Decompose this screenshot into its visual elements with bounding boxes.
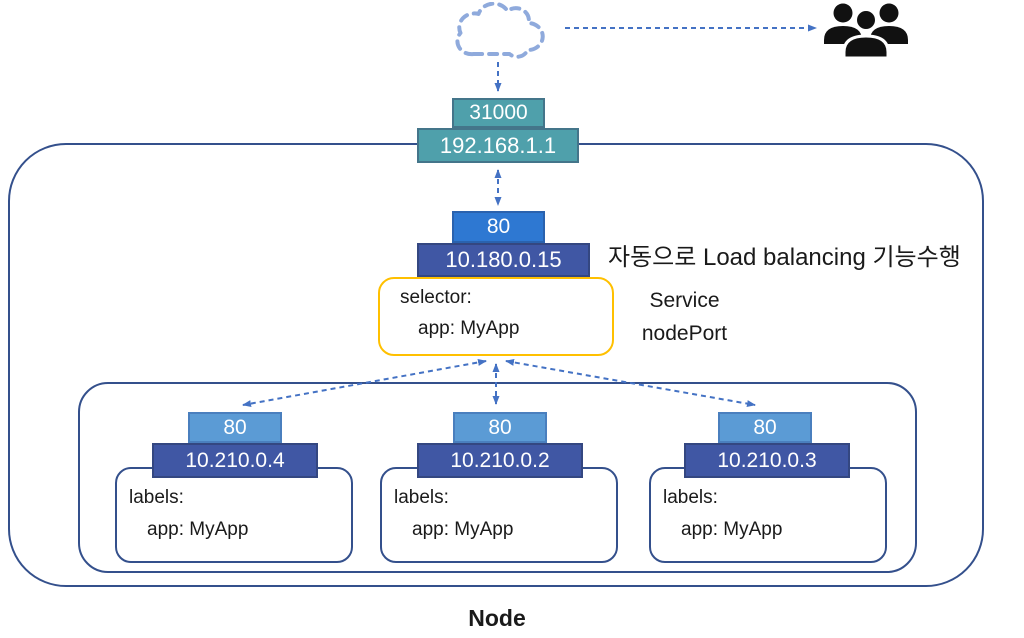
pod-2-frame	[380, 467, 618, 563]
service-label-line1: Service	[649, 289, 720, 312]
pod-3-labels-value: app: MyApp	[681, 519, 783, 540]
service-port-value: 80	[486, 215, 511, 238]
selector-value: app: MyApp	[418, 318, 520, 339]
pod-2-ip-value: 10.210.0.2	[450, 448, 550, 472]
service-cluster-ip-value: 10.180.0.15	[445, 247, 562, 272]
service-type-label: Service nodePort	[622, 284, 747, 350]
pod-1-labels-key: labels:	[129, 487, 184, 508]
pod-1-port-box: 80	[188, 412, 282, 443]
pod-3-port-box: 80	[718, 412, 812, 443]
service-cluster-ip-box: 10.180.0.15	[417, 243, 590, 277]
pod-1-ip-value: 10.210.0.4	[185, 448, 285, 472]
service-label-line2: nodePort	[641, 322, 728, 345]
pod-1-port-value: 80	[223, 415, 247, 439]
pod-2-ip-box: 10.210.0.2	[417, 443, 583, 478]
pod-1-ip-box: 10.210.0.4	[152, 443, 318, 478]
service-port-box: 80	[452, 211, 545, 243]
users-icon	[824, 3, 908, 58]
pod-3-ip-box: 10.210.0.3	[684, 443, 850, 478]
selector-key: selector:	[400, 287, 472, 308]
pod-2-port-box: 80	[453, 412, 547, 443]
nodeport-value: 31000	[469, 101, 528, 124]
pod-1-frame	[115, 467, 353, 563]
pod-2-labels-value: app: MyApp	[412, 519, 514, 540]
pod-3-port-value: 80	[753, 415, 777, 439]
pod-1-labels-value: app: MyApp	[147, 519, 249, 540]
load-balancing-annotation: 자동으로 Load balancing 기능수행	[608, 244, 961, 271]
pod-3-ip-value: 10.210.0.3	[717, 448, 817, 472]
node-label: Node	[468, 605, 526, 631]
pod-2-port-value: 80	[488, 415, 512, 439]
pod-3-labels-key: labels:	[663, 487, 718, 508]
pod-3-frame	[649, 467, 887, 563]
service-selector-frame	[378, 277, 614, 356]
cloud-icon	[455, 2, 545, 59]
node-ip-value: 192.168.1.1	[439, 132, 557, 158]
nodeport-box: 31000	[452, 98, 545, 128]
node-ip-box: 192.168.1.1	[417, 128, 579, 163]
pod-2-labels-key: labels:	[394, 487, 449, 508]
